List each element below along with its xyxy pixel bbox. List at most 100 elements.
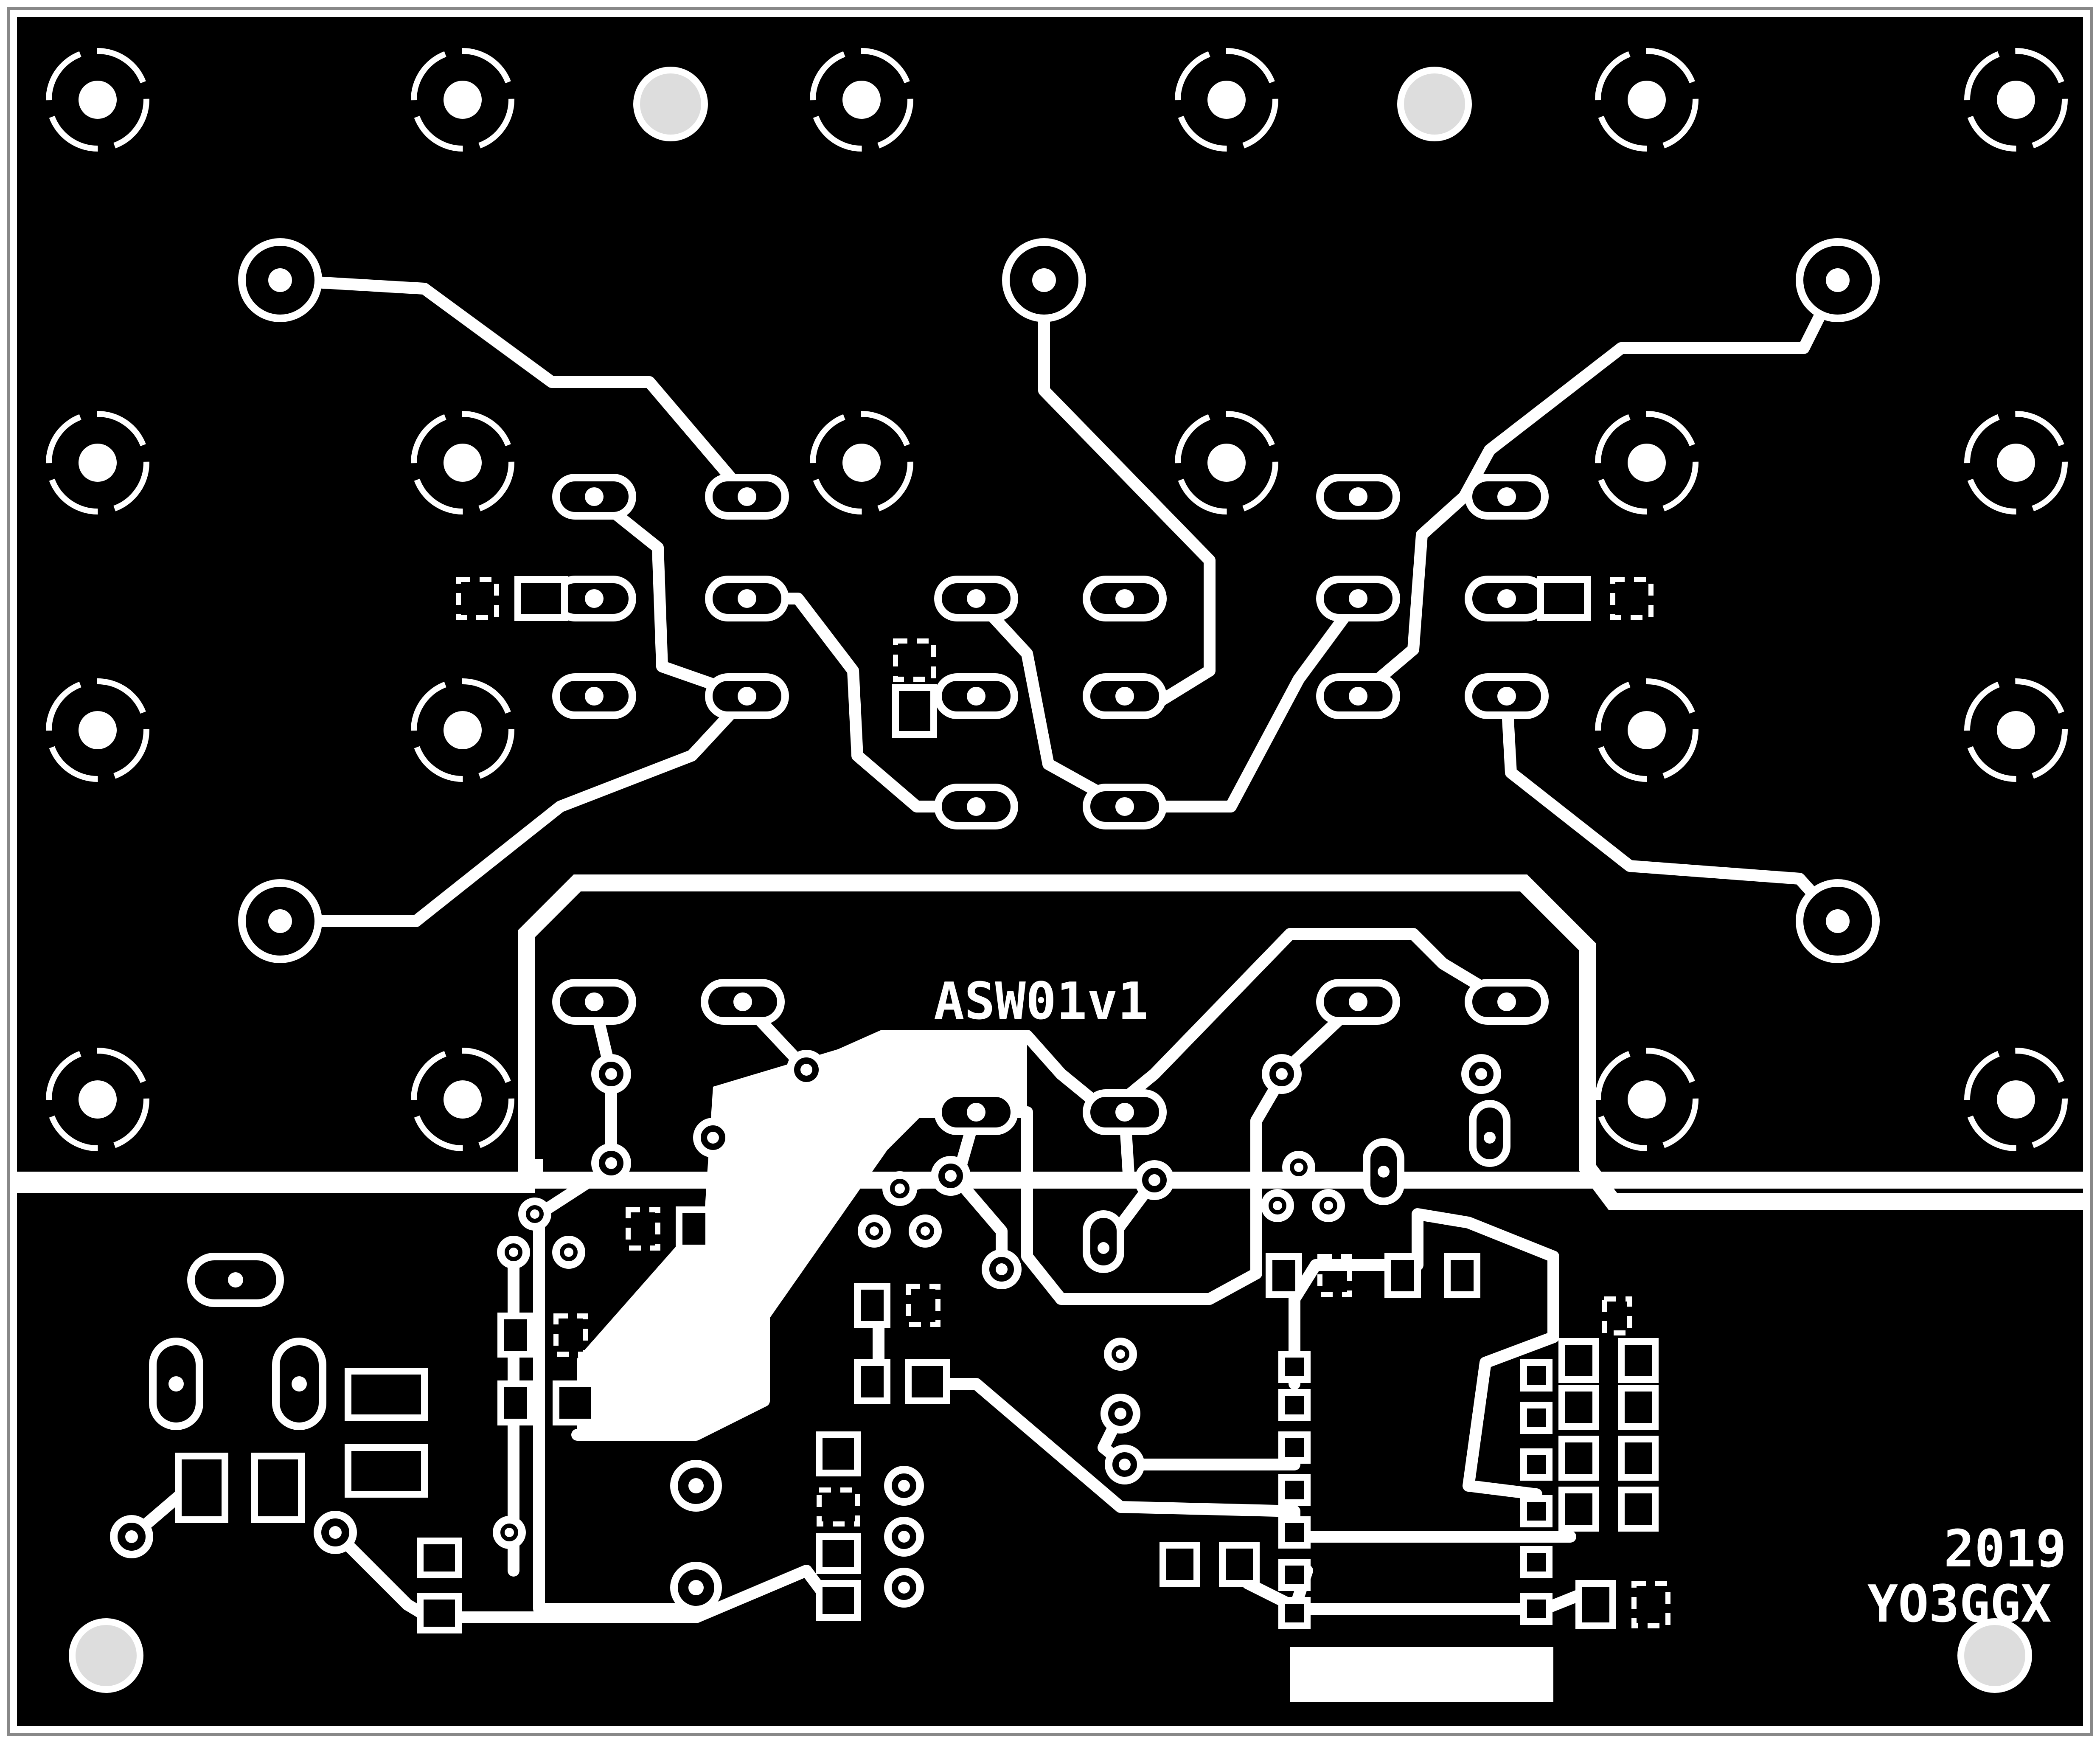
dc-jack-hole	[168, 1376, 184, 1392]
header-pin	[1618, 1385, 1659, 1430]
large-pads	[238, 238, 1880, 963]
small-pin	[670, 1460, 722, 1512]
oval-pad	[1083, 673, 1167, 719]
oval-pad	[934, 784, 1018, 829]
round-pad	[238, 879, 322, 963]
smd-pad	[417, 1593, 462, 1633]
smd-pad-outline	[817, 1487, 860, 1527]
smd-pad	[676, 1206, 712, 1251]
thermal-pin	[1964, 411, 2068, 514]
dc-jack-hole	[228, 1272, 243, 1288]
small-pin	[884, 1517, 924, 1557]
board-edge	[7, 7, 2093, 1736]
board-callsign: YO3GGX	[1867, 1575, 2051, 1634]
trace-r	[1289, 1208, 1559, 1500]
mounting-hole-icon	[1957, 1618, 2032, 1693]
header-pin	[1520, 1495, 1553, 1527]
oval-pad	[1465, 979, 1549, 1025]
dc-jack	[149, 1253, 428, 1523]
small-pins	[110, 1050, 1510, 1614]
small-pin	[982, 1249, 1022, 1289]
smd-pad-outline	[1631, 1581, 1670, 1628]
isolation-bridge	[526, 1159, 543, 1184]
small-pin	[1105, 1445, 1145, 1484]
oval-pad	[1316, 576, 1400, 621]
mounting-hole-icon	[69, 1618, 143, 1693]
smd-pad	[1384, 1253, 1421, 1298]
header-pin	[1618, 1338, 1659, 1383]
header-pin	[1278, 1474, 1311, 1506]
board-year: 2019	[1944, 1520, 2066, 1579]
smd-pad	[251, 1453, 305, 1523]
thermal-pin	[1595, 48, 1699, 152]
oval-pad	[1316, 979, 1400, 1025]
trace-c	[274, 690, 753, 927]
smd-pad-outline	[1610, 577, 1654, 620]
thermal-pin	[1964, 678, 2068, 782]
thermal-pin	[1595, 678, 1699, 782]
smd-pad-outline	[906, 1284, 941, 1327]
lower-relay-pads	[552, 979, 1549, 1135]
oval-pad	[1083, 1089, 1167, 1135]
small-pin	[1363, 1138, 1404, 1205]
smd-pad	[514, 576, 568, 621]
oval-pad	[552, 474, 636, 520]
header-pin	[1618, 1436, 1659, 1481]
thermal-pin	[46, 1048, 149, 1151]
smd-pad	[553, 1380, 598, 1425]
oval-pad	[934, 1089, 1018, 1135]
oval-pad	[552, 979, 636, 1025]
isolated-ground-island	[577, 1036, 1027, 1435]
thermal-pin	[46, 678, 149, 782]
relay-pads	[552, 474, 1549, 829]
oval-pad	[705, 576, 789, 621]
mounting-hole-icon	[1397, 67, 1472, 141]
smd-pad-outline	[893, 638, 936, 682]
smd-pad	[1575, 1580, 1616, 1629]
smd-pad	[854, 1359, 890, 1404]
small-pin	[493, 1516, 526, 1549]
smd-pad	[816, 1533, 861, 1574]
oval-pad	[1316, 474, 1400, 520]
header-pin	[1558, 1338, 1599, 1383]
header-pin	[1278, 1516, 1311, 1549]
header-pin	[1520, 1448, 1553, 1481]
smd-pad	[1159, 1542, 1200, 1587]
upper-smd-pads	[456, 576, 1654, 738]
lower-smd-pads	[417, 1206, 1480, 1633]
small-pin	[1101, 1394, 1140, 1434]
trace-g	[1352, 274, 1844, 702]
copper-pour-top	[17, 17, 2083, 1172]
header-pin	[1558, 1385, 1599, 1430]
small-pin	[1262, 1054, 1302, 1094]
oval-pad	[1316, 673, 1400, 719]
oval-pad	[1465, 673, 1549, 719]
smd-pad	[1266, 1253, 1302, 1298]
oval-pad	[701, 979, 785, 1025]
oval-pad	[552, 673, 636, 719]
thermal-pin	[1175, 48, 1278, 152]
smd-pad	[345, 1444, 428, 1498]
small-pin	[1282, 1151, 1315, 1184]
dc-jack-hole	[292, 1376, 307, 1392]
smd-pad	[1537, 576, 1591, 621]
trace-v	[1242, 1577, 1593, 1615]
thermal-pin	[1964, 1048, 2068, 1151]
header-pin	[1558, 1487, 1599, 1532]
header-pin	[1520, 1402, 1553, 1434]
small-pin	[1134, 1160, 1174, 1200]
oval-pad	[1083, 784, 1167, 829]
small-pin	[884, 1466, 924, 1506]
header-pin	[1520, 1593, 1553, 1625]
small-pin	[314, 1511, 357, 1554]
small-pin	[591, 1054, 631, 1094]
smd-pad	[854, 1283, 890, 1328]
smd-pad-outline	[1602, 1296, 1632, 1335]
smd-pad	[497, 1380, 534, 1425]
small-pin	[552, 1236, 585, 1269]
mounting-holes	[69, 67, 2032, 1693]
small-pin	[110, 1515, 153, 1558]
trace-b	[588, 491, 753, 702]
small-pin	[1104, 1338, 1137, 1371]
